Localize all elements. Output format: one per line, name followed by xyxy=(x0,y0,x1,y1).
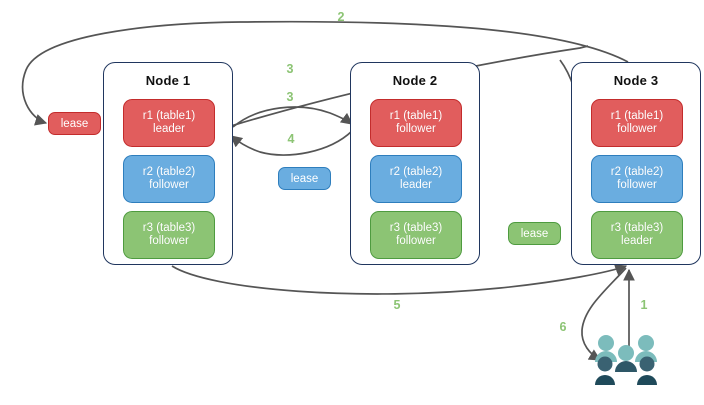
lease-badge-red[interactable]: lease xyxy=(48,112,101,135)
node-container-3[interactable]: Node 3 r1 (table1) follower r2 (table2) … xyxy=(571,62,701,265)
replica-name: r1 (table1) xyxy=(610,109,664,122)
replica-name: r2 (table2) xyxy=(389,165,443,178)
replica-role: follower xyxy=(617,123,657,135)
replica-node1-r1[interactable]: r1 (table1) leader xyxy=(123,99,215,147)
node-title-1: Node 1 xyxy=(145,73,191,88)
replica-node1-r2[interactable]: r2 (table2) follower xyxy=(123,155,215,203)
replica-node2-r1[interactable]: r1 (table1) follower xyxy=(370,99,462,147)
arrow-step-5 xyxy=(171,264,628,295)
replica-name: r1 (table1) xyxy=(389,109,443,122)
replica-name: r3 (table3) xyxy=(142,221,196,234)
replica-name: r2 (table2) xyxy=(142,165,196,178)
node-title-2: Node 2 xyxy=(392,73,438,88)
replica-name: r3 (table3) xyxy=(389,221,443,234)
replica-node2-r2[interactable]: r2 (table2) leader xyxy=(370,155,462,203)
people-icon xyxy=(595,335,657,385)
step-label-3-upper: 3 xyxy=(286,62,294,76)
replica-role: follower xyxy=(396,123,436,135)
replica-node3-r2[interactable]: r2 (table2) follower xyxy=(591,155,683,203)
replica-role: leader xyxy=(621,235,653,247)
step-label-3-lower: 3 xyxy=(286,90,294,104)
lease-badge-green[interactable]: lease xyxy=(508,222,561,245)
replica-role: leader xyxy=(400,179,432,191)
replica-role: follower xyxy=(149,179,189,191)
node-container-1[interactable]: Node 1 r1 (table1) leader r2 (table2) fo… xyxy=(103,62,233,265)
node-title-3: Node 3 xyxy=(613,73,659,88)
replica-node3-r3[interactable]: r3 (table3) leader xyxy=(591,211,683,259)
replica-name: r1 (table1) xyxy=(142,109,196,122)
step-label-6: 6 xyxy=(559,320,567,334)
replica-name: r2 (table2) xyxy=(610,165,664,178)
step-label-5: 5 xyxy=(393,298,401,312)
step-label-1: 1 xyxy=(640,298,648,312)
step-label-2: 2 xyxy=(337,10,345,24)
node-container-2[interactable]: Node 2 r1 (table1) follower r2 (table2) … xyxy=(350,62,480,265)
lease-badge-blue[interactable]: lease xyxy=(278,167,331,190)
arrow-step-3-to-node2 xyxy=(232,106,353,128)
step-label-4: 4 xyxy=(287,132,295,146)
replica-node1-r3[interactable]: r3 (table3) follower xyxy=(123,211,215,259)
replica-node3-r1[interactable]: r1 (table1) follower xyxy=(591,99,683,147)
replica-node2-r3[interactable]: r3 (table3) follower xyxy=(370,211,462,259)
replica-name: r3 (table3) xyxy=(610,221,664,234)
replica-role: follower xyxy=(396,235,436,247)
replica-role: follower xyxy=(149,235,189,247)
replica-role: leader xyxy=(153,123,185,135)
replica-role: follower xyxy=(617,179,657,191)
